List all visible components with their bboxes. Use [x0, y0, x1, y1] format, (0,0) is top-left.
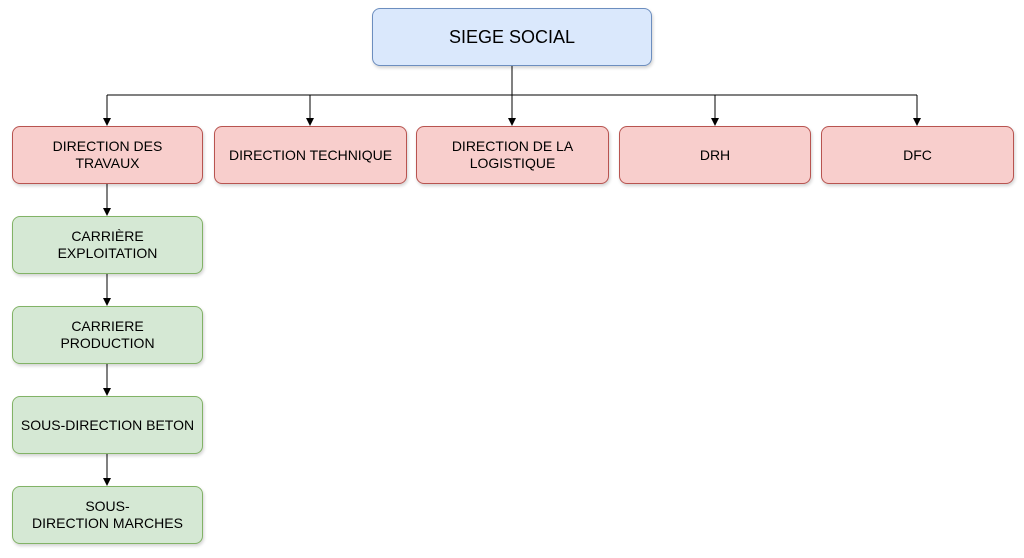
node-label: SIEGE SOCIAL	[448, 26, 576, 47]
node-label: SOUS-DIRECTION BETON	[20, 416, 195, 433]
node-label: DRH	[699, 146, 731, 163]
node-label: DIRECTION DE LA LOGISTIQUE	[451, 138, 574, 171]
node-carriere-exploitation[interactable]: CARRIÈRE EXPLOITATION	[12, 216, 203, 274]
node-label: DFC	[903, 146, 932, 163]
node-sous-direction-beton[interactable]: SOUS-DIRECTION BETON	[12, 396, 203, 454]
node-label: CARRIÈRE EXPLOITATION	[57, 228, 158, 261]
node-carriere-production[interactable]: CARRIERE PRODUCTION	[12, 306, 203, 364]
node-drh[interactable]: DRH	[619, 126, 811, 184]
node-label: DIRECTION TECHNIQUE	[228, 146, 393, 163]
node-label: CARRIERE PRODUCTION	[60, 318, 155, 351]
node-direction-de-la-logistique[interactable]: DIRECTION DE LA LOGISTIQUE	[416, 126, 609, 184]
node-label: DIRECTION DES TRAVAUX	[52, 138, 163, 171]
node-dfc[interactable]: DFC	[821, 126, 1014, 184]
node-siege-social[interactable]: SIEGE SOCIAL	[372, 8, 652, 66]
node-direction-technique[interactable]: DIRECTION TECHNIQUE	[214, 126, 407, 184]
node-label: SOUS- DIRECTION MARCHES	[32, 498, 183, 531]
node-direction-des-travaux[interactable]: DIRECTION DES TRAVAUX	[12, 126, 203, 184]
node-sous-direction-marches[interactable]: SOUS- DIRECTION MARCHES	[12, 486, 203, 544]
